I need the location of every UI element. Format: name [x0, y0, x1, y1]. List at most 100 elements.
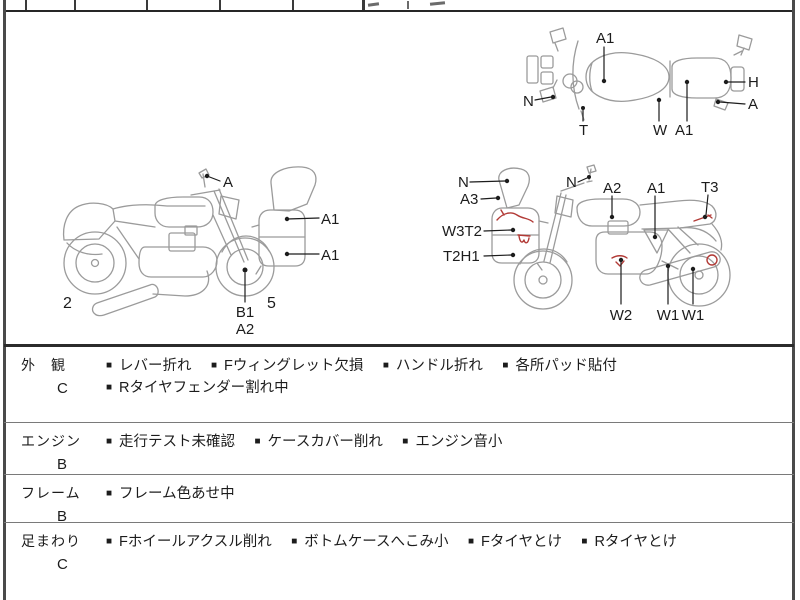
defect-item: ■ボトムケースへこみ小	[291, 533, 448, 550]
defect-item: ■ 各所パッド貼付	[502, 357, 617, 374]
defect-text: 各所パッド貼付	[515, 358, 617, 374]
bullet-icon: ■	[402, 436, 409, 447]
category-cell: フレーム B	[4, 475, 106, 525]
category-label: 外 観	[21, 357, 66, 373]
damage-mark	[611, 255, 628, 267]
defect-text: Rタイヤフェンダー割れ中	[119, 379, 289, 396]
defect-list: ■Fホイールアクスル削れ ■ボトムケースへこみ小 ■Fタイヤとけ ■Rタイヤとけ	[106, 523, 794, 600]
table-row-undercarriage: 足まわり C ■Fホイールアクスル削れ ■ボトムケースへこみ小 ■Fタイヤとけ …	[4, 523, 794, 600]
diagram-label: B1	[236, 304, 254, 321]
diagram-label: T2H1	[443, 248, 480, 265]
diagram-label: H	[748, 74, 759, 91]
grade-label: C	[57, 380, 68, 397]
diagram-label: T3	[701, 179, 719, 196]
bullet-icon: ■	[254, 436, 261, 447]
condition-diagram-area: A1 N T W A1 H A	[0, 12, 800, 344]
column-divider	[146, 0, 148, 10]
wheel-number: 5	[267, 295, 276, 312]
motorcycle-right-side-drawing	[491, 164, 731, 310]
right-side-annotations: N A3 W3T2 T2H1 N A2 A1 T3 W2 W1	[442, 174, 719, 324]
table-bottom-border	[4, 10, 794, 12]
motorcycle-top-view-drawing	[526, 27, 753, 121]
category-cell: 足まわり C	[4, 523, 106, 600]
defect-item: ■ 走行テスト未確認	[106, 433, 235, 450]
right-side-diagram: N A3 W3T2 T2H1 N A2 A1 T3 W2 W1	[442, 164, 731, 324]
motorcycle-left-side-drawing	[62, 166, 317, 317]
top-view-diagram: A1 N T W A1 H A	[523, 27, 759, 139]
damage-mark	[706, 254, 718, 266]
diagram-label: A1	[647, 180, 665, 197]
bullet-icon: ■	[106, 536, 113, 547]
bullet-icon: ■	[581, 536, 588, 547]
defect-item: ■ レバー折れ	[106, 357, 192, 374]
diagram-label: N	[523, 93, 534, 110]
defect-text: Rタイヤとけ	[594, 534, 677, 550]
damage-mark	[517, 234, 531, 244]
defect-text: Fウィングレット欠損	[224, 358, 364, 374]
diagram-label: A1	[596, 30, 614, 47]
column-divider	[25, 0, 27, 10]
bullet-icon: ■	[106, 436, 113, 447]
diagram-label: W1	[657, 307, 680, 324]
category-label: エンジン	[21, 433, 81, 449]
defect-item: ■ ケースカバー削れ	[255, 433, 383, 450]
defect-item: ■ ハンドル折れ	[383, 357, 483, 374]
defect-text: ハンドル折れ	[395, 358, 483, 374]
column-divider	[362, 0, 365, 10]
cropped-text-fragment	[407, 1, 409, 9]
damage-mark	[496, 209, 534, 223]
defect-item: ■ フレーム色あせ中	[106, 485, 235, 502]
diagram-label: W3T2	[442, 223, 482, 240]
cropped-text-fragment	[429, 1, 446, 6]
damage-mark	[693, 214, 713, 222]
defect-text: Fホイールアクスル削れ	[119, 534, 272, 550]
bullet-icon: ■	[211, 360, 218, 371]
bullet-icon: ■	[106, 360, 113, 371]
damage-marks	[496, 209, 718, 267]
defect-item: ■ Fウィングレット欠損	[211, 357, 363, 374]
bullet-icon: ■	[382, 360, 389, 371]
diagram-label: A2	[603, 180, 621, 197]
diagram-label: W1	[682, 307, 705, 324]
defect-text: 走行テスト未確認	[119, 434, 236, 450]
diagram-label: A	[748, 96, 758, 113]
bullet-icon: ■	[106, 488, 113, 499]
grade-label: B	[57, 508, 68, 525]
condition-table: 外 観 C ■ レバー折れ ■ Fウィングレット欠損 ■ ハンドル折れ ■ 各所パッド貼…	[4, 344, 794, 600]
defect-text: フレーム色あせ中	[119, 486, 235, 502]
diagram-label: W2	[610, 307, 633, 324]
diagram-label: A3	[460, 191, 478, 208]
defect-text: ケースカバー削れ	[267, 434, 383, 450]
bullet-icon: ■	[291, 536, 298, 547]
diagram-label: W	[653, 122, 668, 139]
table-row-frame: フレーム B ■ フレーム色あせ中	[4, 475, 794, 525]
diagram-label: A	[223, 174, 233, 191]
top-view-annotations: A1 N T W A1 H A	[523, 30, 759, 139]
diagram-label: A1	[321, 211, 339, 228]
bullet-icon: ■	[467, 536, 475, 547]
defect-list: ■ フレーム色あせ中	[106, 475, 794, 522]
diagram-label: N	[458, 174, 469, 191]
diagram-label: T	[579, 122, 588, 139]
defect-list: ■ レバー折れ ■ Fウィングレット欠損 ■ ハンドル折れ ■ 各所パッド貼付 ■Rタイ…	[106, 347, 794, 422]
table-row-engine: エンジン B ■ 走行テスト未確認 ■ ケースカバー削れ ■ エンジン音小	[4, 423, 794, 475]
sheet-right-border	[792, 0, 795, 600]
diagram-label: A1	[675, 122, 693, 139]
defect-item: ■ Rタイヤとけ	[581, 533, 677, 550]
defect-text: エンジン音小	[415, 434, 503, 450]
diagram-label: A2	[236, 321, 254, 338]
sheet-left-border	[3, 0, 6, 600]
bullet-icon: ■	[502, 360, 509, 371]
defect-item: ■ Fホイールアクスル削れ	[106, 533, 272, 550]
grade-label: B	[57, 456, 68, 473]
category-label: 足まわり	[21, 533, 81, 549]
defect-item: ■Rタイヤフェンダー割れ中	[106, 379, 289, 396]
left-side-annotations: A A1 A1 B1 A2 2 5	[63, 173, 339, 338]
defect-text: レバー折れ	[119, 358, 192, 374]
category-cell: 外 観 C	[4, 347, 106, 422]
wheel-number: 2	[63, 295, 72, 312]
column-divider	[219, 0, 221, 10]
defect-list: ■ 走行テスト未確認 ■ ケースカバー削れ ■ エンジン音小	[106, 423, 794, 474]
cropped-table-row	[0, 0, 800, 12]
